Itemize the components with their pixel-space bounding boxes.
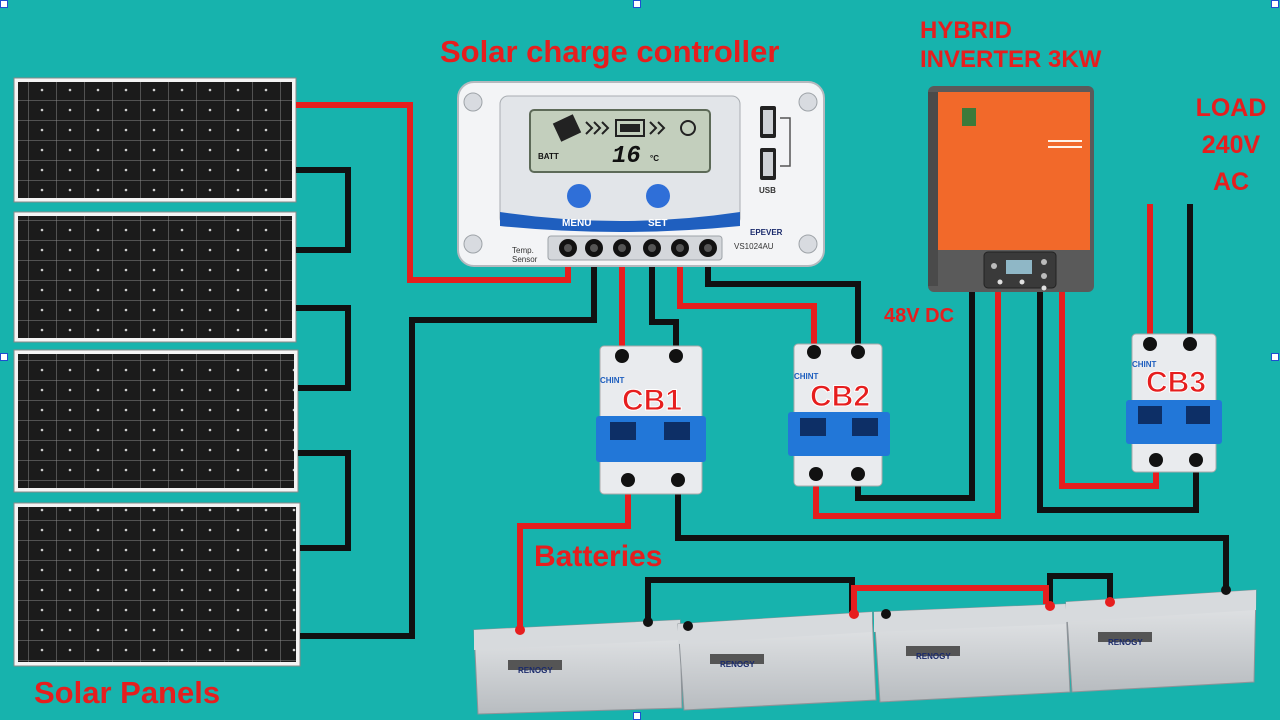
battery-brand-label: RENOGY — [1108, 638, 1143, 647]
controller-terminal — [559, 239, 577, 257]
cb2-label: CB2 — [809, 380, 871, 414]
circuit-breaker-cb2 — [788, 343, 890, 487]
panel-negative-wire — [300, 248, 597, 639]
batteries-label: Batteries — [534, 540, 663, 573]
solar-charge-controller — [457, 81, 825, 267]
controller-terminal — [643, 239, 661, 257]
circuit-breaker-cb3 — [1126, 333, 1222, 473]
controller-usb-label: USB — [759, 186, 776, 195]
solar-panel — [13, 211, 297, 343]
battery — [677, 609, 877, 711]
cb1-to-battery-wire — [675, 480, 1229, 588]
selection-handle[interactable] — [1271, 0, 1279, 8]
solar-panel — [13, 349, 299, 493]
solar-panel-array — [13, 77, 301, 667]
cb2-to-inverter-wire — [813, 290, 1001, 519]
battery — [1065, 585, 1257, 693]
selection-handle[interactable] — [0, 0, 8, 8]
battery — [873, 601, 1071, 703]
panel-series-wire — [296, 167, 351, 253]
panel-series-wire — [296, 305, 351, 391]
hybrid-inverter — [928, 86, 1094, 292]
battery-brand-label: RENOGY — [720, 660, 755, 669]
controller-model: VS1024AU — [734, 242, 774, 251]
battery-bank — [473, 585, 1257, 715]
battery-link-wire — [1047, 573, 1113, 608]
inverter-title-line2: INVERTER 3KW — [920, 46, 1102, 73]
inverter-to-cb3-wire — [1037, 290, 1199, 513]
solar-panel — [13, 77, 297, 203]
load-label-line1: LOAD — [1195, 94, 1267, 122]
cb2-brand: CHINT — [794, 372, 819, 381]
panel-positive-wire — [296, 102, 571, 283]
controller-title: Solar charge controller — [440, 34, 780, 69]
controller-temp-sensor-label: Temp. Sensor — [512, 246, 538, 264]
load-label: LOAD 240V AC — [1186, 90, 1276, 201]
controller-temperature-readout: 16 — [612, 143, 641, 170]
controller-set-button[interactable]: SET — [648, 218, 668, 229]
battery-brand-label: RENOGY — [916, 652, 951, 661]
battery-link-wire — [851, 585, 1049, 614]
battery-brand-label: RENOGY — [518, 666, 553, 675]
selection-handle[interactable] — [1271, 353, 1279, 361]
load-label-line3: AC — [1212, 168, 1250, 196]
inverter-title: HYBRID INVERTER 3KW — [920, 16, 1101, 74]
load-label-line2: 240V — [1201, 131, 1261, 159]
controller-temperature-unit: °C — [650, 154, 659, 163]
controller-to-cb1-wire — [649, 248, 679, 356]
selection-handle[interactable] — [633, 712, 641, 720]
solar-panels-label: Solar Panels — [34, 675, 221, 710]
solar-panel — [13, 502, 301, 667]
cb3-label: CB3 — [1145, 366, 1207, 400]
controller-to-cb2-wire — [677, 248, 817, 352]
battery — [473, 617, 683, 715]
inverter-title-line1: HYBRID — [920, 17, 1013, 44]
controller-menu-button[interactable]: MENU — [562, 218, 592, 229]
controller-terminal — [613, 239, 631, 257]
cb1-label: CB1 — [621, 384, 683, 418]
inverter-to-cb3-wire — [1059, 290, 1159, 489]
dc-voltage-label: 48V DC — [884, 305, 955, 327]
panel-series-wire — [298, 450, 351, 551]
controller-terminal — [671, 239, 689, 257]
selection-handle[interactable] — [0, 353, 8, 361]
cb1-to-battery-wire — [517, 480, 631, 630]
cb1-brand: CHINT — [600, 376, 625, 385]
cb3-brand: CHINT — [1132, 360, 1157, 369]
controller-terminal — [699, 239, 717, 257]
selection-handle[interactable] — [633, 0, 641, 8]
controller-brand: EPEVER — [750, 228, 783, 237]
controller-terminal — [585, 239, 603, 257]
circuit-breaker-cb1 — [596, 345, 706, 495]
controller-batt-label: BATT — [538, 152, 559, 161]
